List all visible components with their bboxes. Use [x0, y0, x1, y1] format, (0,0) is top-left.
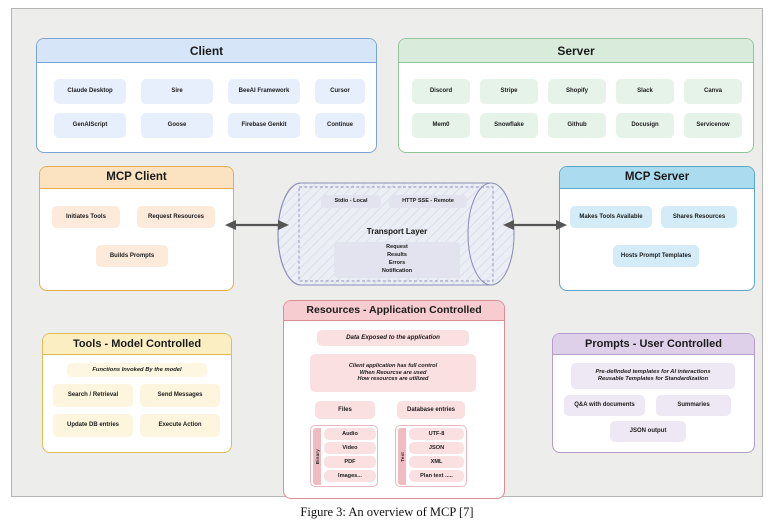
server-item-snowflake[interactable]: Snowflake — [480, 113, 538, 138]
client-panel-title: Client — [37, 39, 376, 63]
tools-item-send-messages[interactable]: Send Messages — [140, 384, 220, 407]
prompts-item-qa-with-documents[interactable]: Q&A with documents — [564, 395, 645, 416]
prompts-item-json-output[interactable]: JSON output — [610, 421, 686, 442]
resources-database-strip: Text — [398, 428, 406, 485]
client-item-cursor[interactable]: Cursor — [315, 79, 365, 104]
prompts-item-summaries[interactable]: Summaries — [656, 395, 731, 416]
mcp-client-panel-title: MCP Client — [40, 167, 233, 189]
client-item-sire[interactable]: Sire — [141, 79, 213, 104]
server-item-docusign[interactable]: Docusign — [616, 113, 674, 138]
transport-mode-stdio[interactable]: Stdio - Local — [321, 195, 381, 208]
server-item-servicenow[interactable]: Servicenow — [684, 113, 742, 138]
figure-caption: Figure 3: An overview of MCP [7] — [300, 505, 474, 519]
server-item-shopify[interactable]: Shopify — [548, 79, 606, 104]
transport-message-notification: Notification — [381, 267, 413, 274]
resources-database-strip-label: Text — [399, 451, 405, 462]
mcp-server-item-hosts-prompt-templates[interactable]: Hosts Prompt Templates — [613, 245, 699, 267]
resources-file-type-video[interactable]: Video — [324, 442, 376, 454]
mcp-server-item-shares-resources[interactable]: Shares Resources — [661, 206, 737, 228]
mcp-client-item-request-resources[interactable]: Request Resources — [137, 206, 215, 228]
tools-item-update-db-entries[interactable]: Update DB entries — [53, 414, 133, 437]
resources-file-type-pdf[interactable]: PDF — [324, 456, 376, 468]
mcp-server-panel: MCP Server Makes Tools Available Shares … — [559, 166, 755, 291]
resources-db-type-utf8[interactable]: UTF-8 — [409, 428, 464, 440]
server-item-github[interactable]: Github — [548, 113, 606, 138]
transport-layer-label: Transport Layer — [366, 226, 428, 236]
transport-message-results: Results — [387, 252, 407, 259]
client-item-claude-desktop[interactable]: Claude Desktop — [54, 79, 126, 104]
resources-panel: Resources - Application Controlled Data … — [283, 300, 505, 499]
mcp-server-panel-title: MCP Server — [560, 167, 754, 189]
resources-database-subbox: Text UTF-8 JSON XML Plan text ..... — [395, 425, 467, 487]
server-panel-title: Server — [399, 39, 753, 63]
resources-note-line-2: When Reourcse are used — [359, 369, 427, 376]
mcp-client-item-initiates-tools[interactable]: Initiates Tools — [52, 206, 120, 228]
tools-item-search-retrieval[interactable]: Search / Retrieval — [53, 384, 133, 407]
server-item-mem0[interactable]: Mem0 — [412, 113, 470, 138]
resources-file-type-images[interactable]: Images... — [324, 470, 376, 482]
transport-layer-cylinder: Stdio - Local HTTP SSE - Remote Transpor… — [277, 182, 515, 286]
transport-message-types: Request Results Errors Notification — [334, 242, 460, 278]
mcp-server-item-makes-tools-available[interactable]: Makes Tools Available — [570, 206, 652, 228]
prompts-panel-title: Prompts - User Controlled — [553, 334, 754, 355]
server-panel: Server Discord Stripe Shopify Slack Canv… — [398, 38, 754, 153]
tools-panel-title: Tools - Model Controlled — [43, 334, 231, 355]
resources-db-type-xml[interactable]: XML — [409, 456, 464, 468]
diagram-frame: Client Claude Desktop Sire BeeAI Framewo… — [11, 8, 763, 499]
resources-db-type-plan-text[interactable]: Plan text ..... — [409, 470, 464, 482]
resources-files-subbox: Binary Audio Video PDF Images... — [310, 425, 378, 487]
prompts-note-line-2: Reusable Templates for Standardization — [597, 376, 709, 382]
transport-mode-http-sse[interactable]: HTTP SSE - Remote — [389, 195, 467, 208]
arrow-mcp-client-to-transport — [225, 220, 289, 230]
resources-files-strip-label: Binary — [314, 448, 320, 465]
resources-panel-title: Resources - Application Controlled — [284, 301, 504, 321]
client-item-beeai-framework[interactable]: BeeAI Framework — [228, 79, 300, 104]
client-item-goose[interactable]: Goose — [141, 113, 213, 138]
prompts-panel: Prompts - User Controlled Pre-definded t… — [552, 333, 755, 453]
resources-files-strip: Binary — [313, 428, 321, 485]
prompts-note-lines: Pre-definded templates for AI interactio… — [571, 363, 735, 389]
prompts-note-line-1: Pre-definded templates for AI interactio… — [595, 369, 711, 376]
server-item-slack[interactable]: Slack — [616, 79, 674, 104]
mcp-client-panel: MCP Client Initiates Tools Request Resou… — [39, 166, 234, 291]
client-item-firebase-genkit[interactable]: Firebase Genkit — [228, 113, 300, 138]
transport-message-request: Request — [386, 244, 408, 251]
client-item-continue[interactable]: Continue — [315, 113, 365, 138]
tools-note: Functions Invoked By the model — [67, 363, 207, 377]
server-item-discord[interactable]: Discord — [412, 79, 470, 104]
resources-note-line-1: Client application has full control — [348, 363, 438, 370]
server-item-stripe[interactable]: Stripe — [480, 79, 538, 104]
resources-note-primary: Data Exposed to the application — [317, 330, 469, 346]
client-panel: Client Claude Desktop Sire BeeAI Framewo… — [36, 38, 377, 153]
resources-db-type-json[interactable]: JSON — [409, 442, 464, 454]
resources-column-header-files[interactable]: Files — [315, 401, 375, 419]
server-item-canva[interactable]: Canva — [684, 79, 742, 104]
tools-panel: Tools - Model Controlled Functions Invok… — [42, 333, 232, 453]
resources-column-header-database-entries[interactable]: Database entries — [397, 401, 465, 419]
resources-note-lines: Client application has full control When… — [310, 354, 476, 392]
resources-note-line-3: How resources are utilized — [357, 376, 429, 383]
transport-message-errors: Errors — [388, 260, 406, 266]
tools-item-execute-action[interactable]: Execute Action — [140, 414, 220, 437]
client-item-genaiscript[interactable]: GenAIScript — [54, 113, 126, 138]
mcp-client-item-builds-prompts[interactable]: Builds Prompts — [96, 245, 168, 267]
arrow-transport-to-mcp-server — [503, 220, 567, 230]
resources-file-type-audio[interactable]: Audio — [324, 428, 376, 440]
